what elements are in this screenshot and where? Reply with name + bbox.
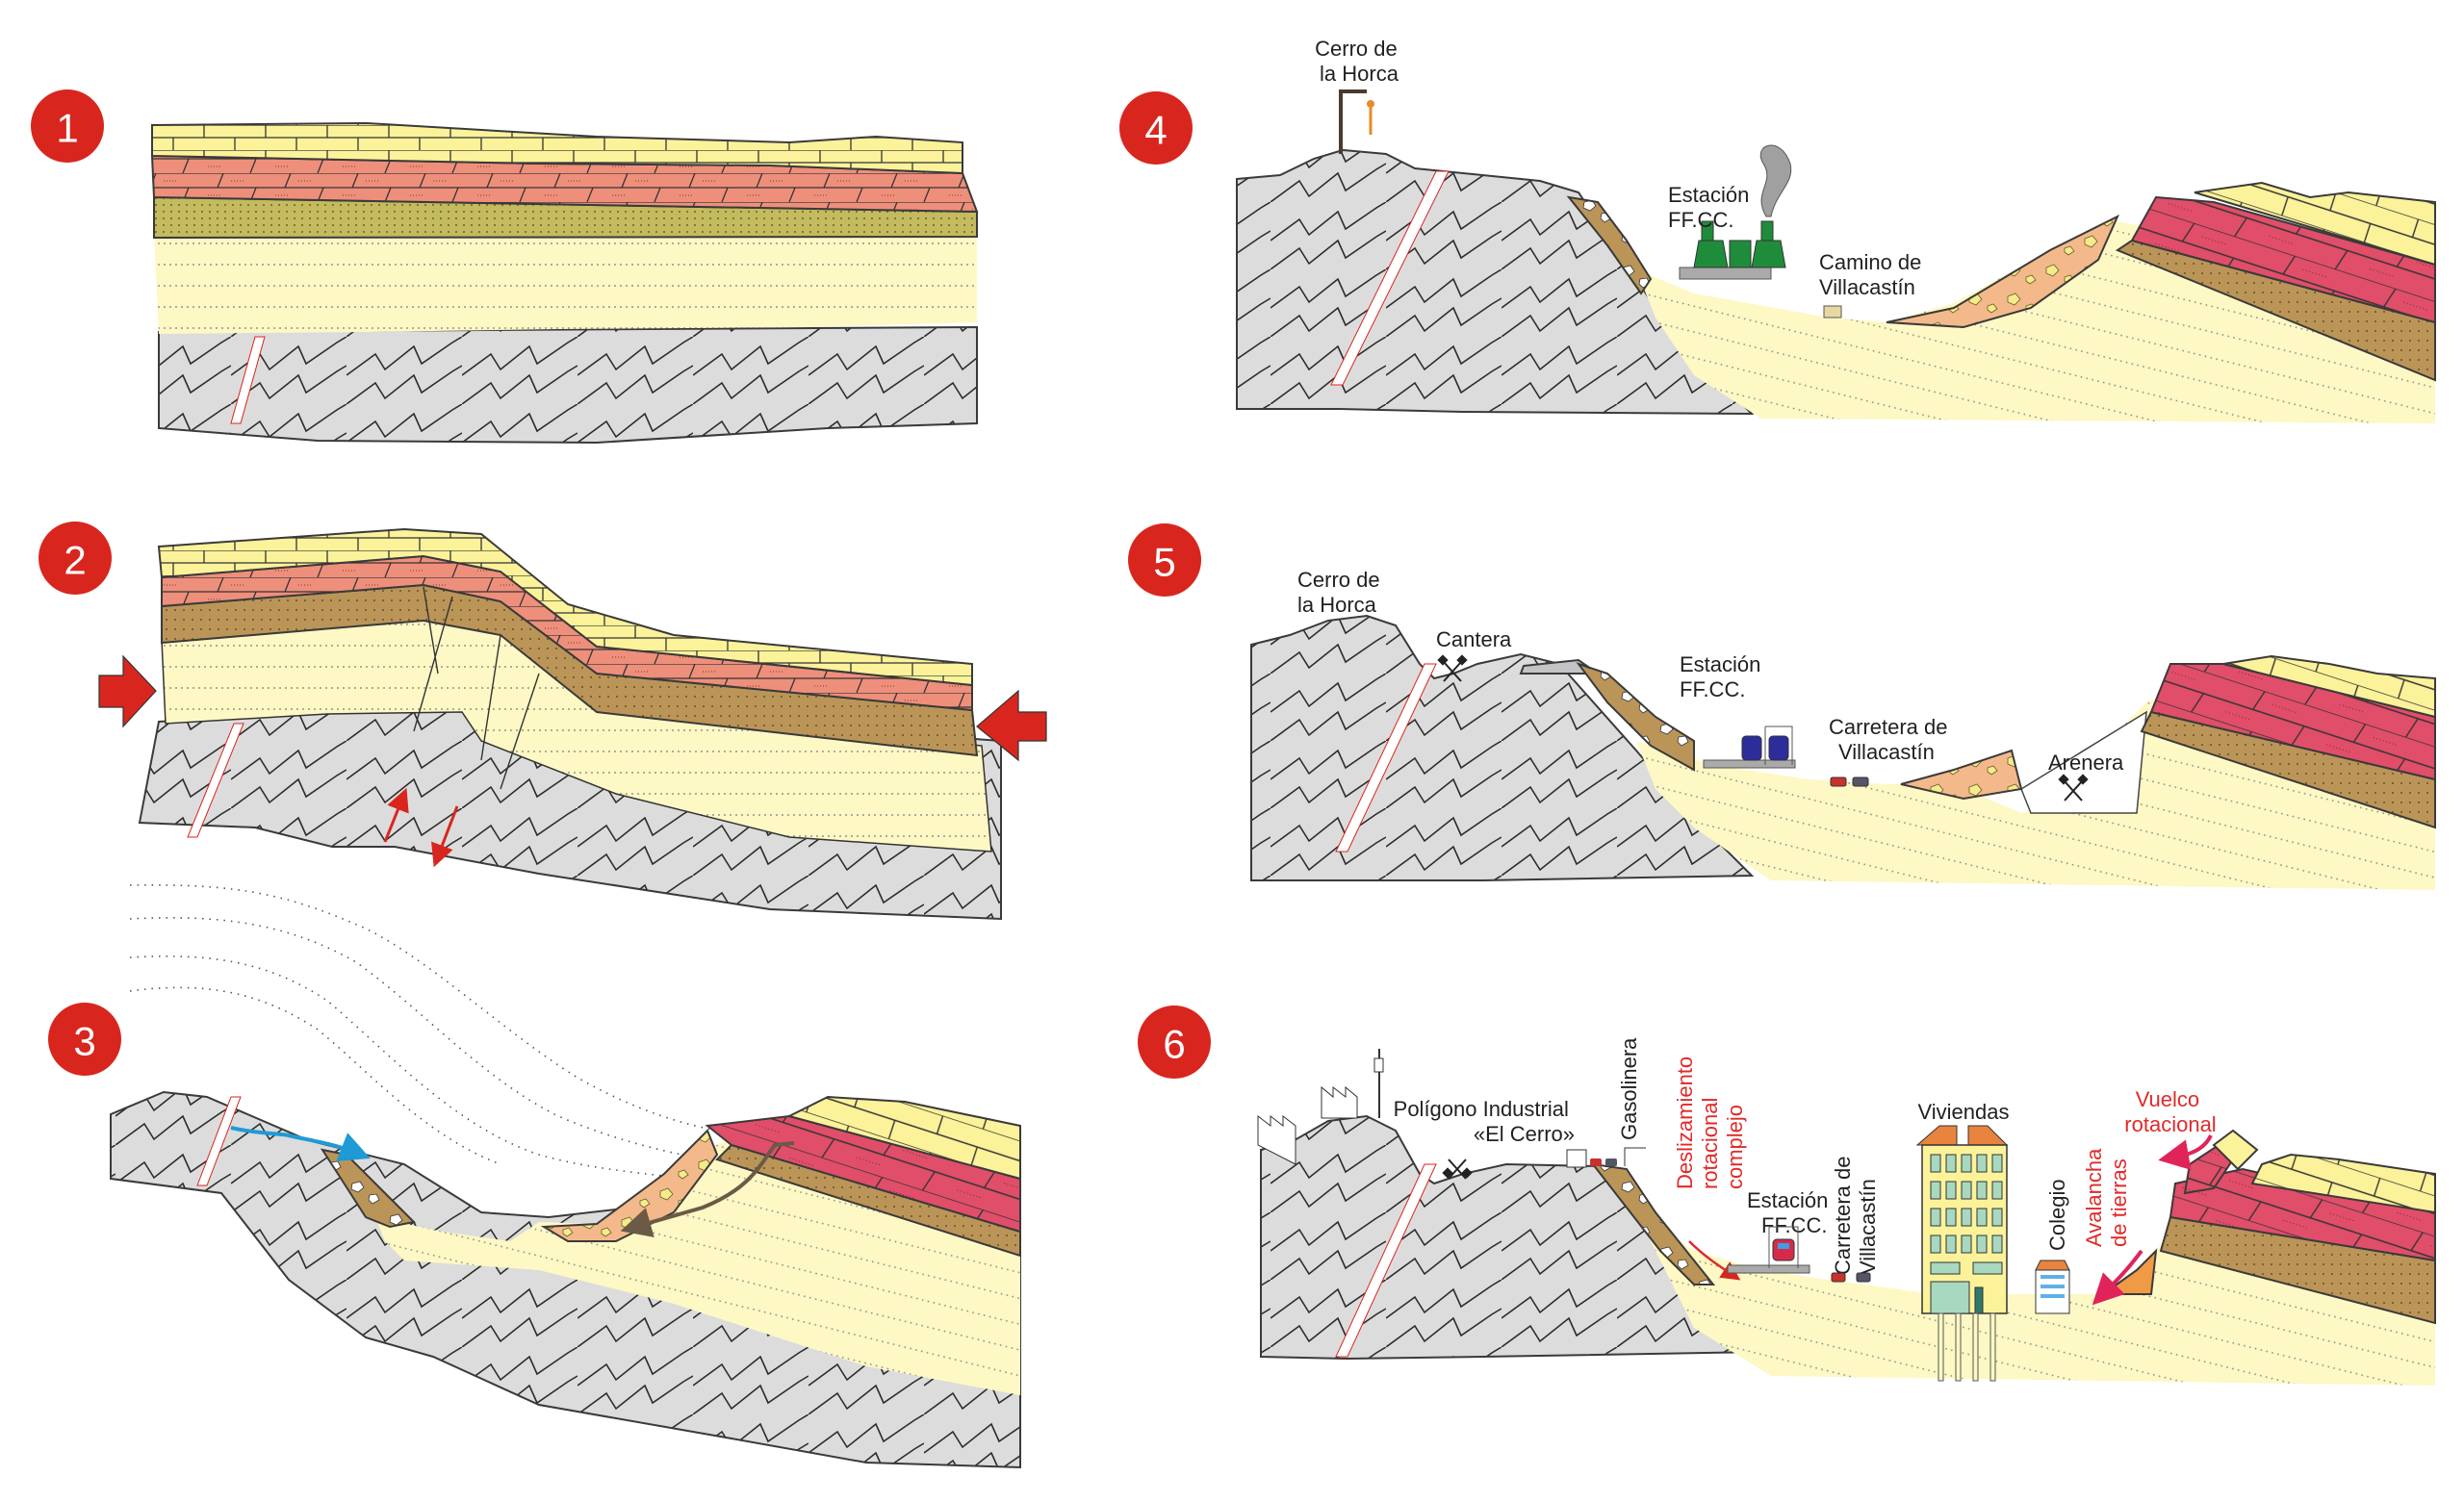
panel-5: 5 Cerro de la Horca Cantera Estación FF.… (1128, 523, 2436, 890)
badge-circle (1119, 91, 1193, 165)
badge-circle (1128, 523, 1201, 597)
label-road: Carretera de Villacastín (1829, 715, 1954, 764)
badge-circle (1138, 1006, 1211, 1079)
school-building-icon (2035, 1260, 2070, 1314)
dyke (230, 336, 266, 424)
former-topography-lines (129, 883, 867, 1189)
fault-slip-arrow-up (383, 787, 409, 843)
basement-rock (1250, 614, 1755, 881)
runoff-arrow-blue (230, 1126, 371, 1161)
label-road: Camino de Villacastín (1819, 250, 1928, 299)
label-housing: Viviendas (1918, 1100, 2010, 1124)
label-station: Estación FF.CC. (1747, 1188, 1835, 1237)
badge-number: 4 (1144, 108, 1167, 153)
badge-number: 5 (1153, 540, 1175, 585)
panel-badge: 2 (38, 522, 112, 595)
panel-3: 3 (48, 1003, 1021, 1469)
cars-icon (1830, 776, 1869, 787)
apartment-building-icon (1915, 1125, 2009, 1382)
limestone-layer (157, 527, 973, 687)
label-station: Estación FF.CC. (1668, 183, 1756, 232)
dyke (1335, 663, 1437, 853)
label-toppling: Vuelco rotacional (2124, 1087, 2216, 1136)
electric-train-icon (1727, 1226, 1810, 1274)
red-marl-layer (2169, 1167, 2436, 1262)
fault-lines (413, 586, 540, 790)
label-hill: Cerro de la Horca (1297, 568, 1386, 617)
dyke (187, 723, 244, 838)
compression-arrow-right (976, 689, 1047, 762)
factory-icon (1257, 1049, 1384, 1165)
label-hill: Cerro de la Horca (1315, 37, 1403, 86)
toppled-block (2183, 1143, 2235, 1195)
landslide-mass (1590, 1162, 1716, 1286)
electric-train-icon (1703, 726, 1796, 769)
earthflow-arrow (2092, 1249, 2143, 1306)
badge-number: 1 (56, 106, 78, 151)
mining-icon (1442, 1158, 1473, 1180)
limestone-layer (2194, 181, 2436, 267)
badge-number: 6 (1163, 1022, 1185, 1067)
mining-icon (1437, 654, 1468, 682)
badge-circle (38, 522, 112, 595)
red-marl-layer (2149, 663, 2436, 781)
badge-circle (31, 89, 104, 163)
label-gas-station: Gasolinera (1617, 1037, 1641, 1140)
dyke (1335, 1163, 1437, 1358)
panel-badge: 1 (31, 89, 104, 163)
earthflow-deposit (2099, 1248, 2158, 1295)
cart-icon (1823, 305, 1842, 318)
sandpit-excavation (2020, 710, 2147, 814)
dyke (196, 1096, 242, 1186)
sand-layer (154, 236, 977, 334)
colluvium-right (1900, 749, 2023, 801)
panel-6: 6 Polígono Industrial «El Cerro» (1138, 1006, 2436, 1386)
limestone-layer (2250, 1153, 2436, 1214)
panel-2: 2 (38, 522, 1047, 921)
panel-badge: 5 (1128, 523, 1201, 597)
label-industrial-park: Polígono Industrial «El Cerro» (1394, 1097, 1575, 1146)
limestone-layer (2222, 654, 2436, 719)
erosion-arrow-brown (620, 1141, 795, 1237)
toppling-arrow (2158, 1134, 2213, 1170)
colluvium-left (1576, 662, 1695, 772)
panel-1: 1 (31, 89, 979, 445)
badge-number: 2 (64, 538, 86, 583)
fault-slip-arrow-down (431, 805, 459, 868)
label-road: Carretera de Villacastín (1831, 1150, 1880, 1275)
red-marl-layer (2130, 195, 2436, 324)
dyke (1330, 170, 1450, 386)
limestone-layer (151, 121, 963, 175)
panel-badge: 4 (1119, 91, 1193, 165)
label-sandpit: Arenera (2048, 751, 2124, 775)
colluvium-left (1566, 195, 1653, 295)
label-station: Estación FF.CC. (1680, 652, 1767, 701)
panel-4: 4 Cerro de la Horca Estación (1119, 37, 2436, 423)
label-school: Colegio (2045, 1179, 2069, 1251)
limestone-layer (786, 1095, 1021, 1181)
mining-icon (2058, 774, 2089, 802)
panel-badge: 3 (48, 1003, 121, 1076)
compression-arrow-left (98, 654, 157, 728)
panel-badge: 6 (1138, 1006, 1211, 1079)
gallows-icon (1339, 89, 1374, 154)
badge-circle (48, 1003, 121, 1076)
label-quarry: Cantera (1436, 627, 1512, 651)
badge-number: 3 (73, 1019, 95, 1064)
gas-station-icon (1566, 1147, 1646, 1168)
toppled-block (2212, 1129, 2259, 1171)
label-earthflow: Avalancha de tierras (2082, 1143, 2131, 1247)
cars-icon (1831, 1272, 1871, 1283)
label-landslide: Deslizamiento rotacional complejo (1673, 1051, 1747, 1189)
colluvium-right (1886, 214, 2120, 329)
basement-rock (158, 325, 978, 445)
steam-train-icon (1679, 144, 1792, 280)
